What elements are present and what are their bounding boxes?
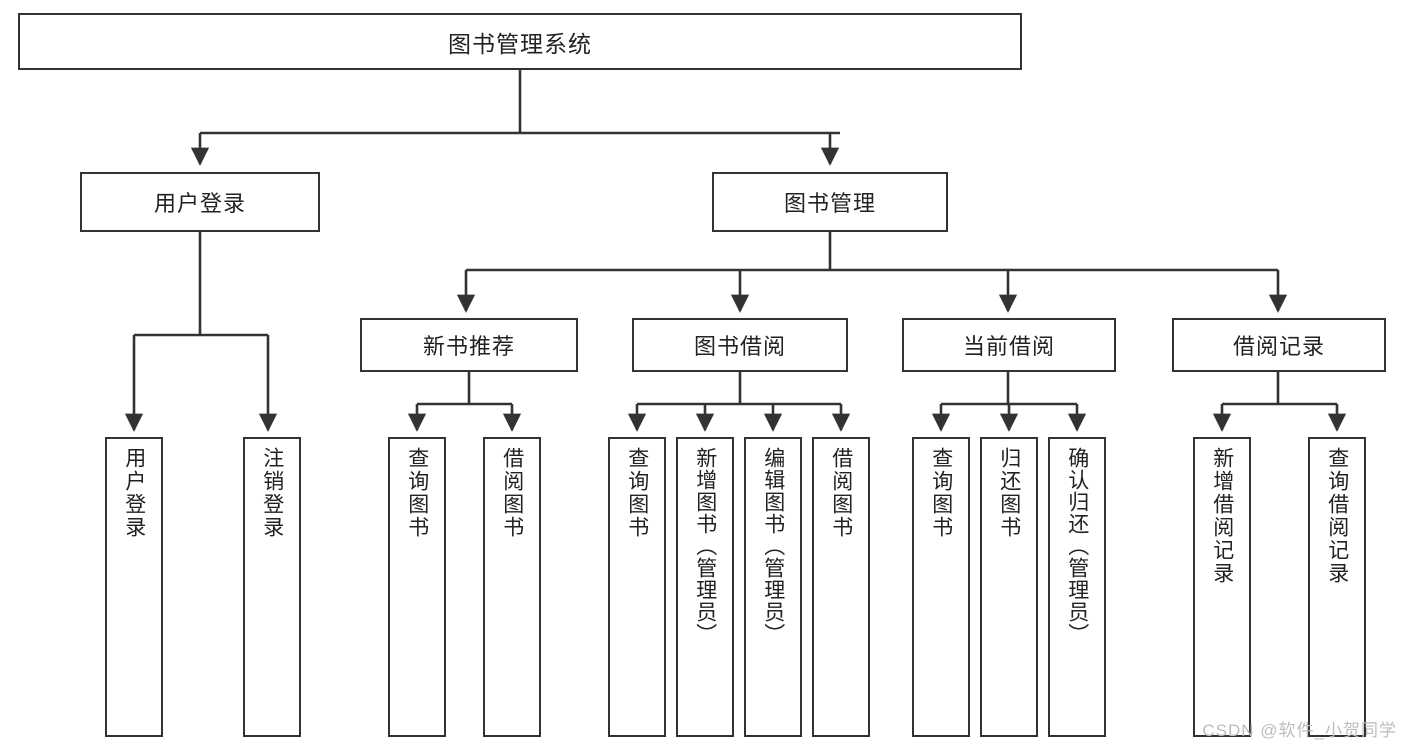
leaf-logout[interactable]: 注销登录 [243,437,301,737]
leaf-return-book[interactable]: 归还图书 [980,437,1038,737]
leaf-query-book-current[interactable]: 查询图书 [912,437,970,737]
node-label: 新增图书（管理员） [693,447,717,645]
node-label: 用户登录 [122,447,146,539]
node-label: 查询图书 [929,447,953,539]
node-label: 确认归还（管理员） [1065,447,1089,645]
leaf-edit-book-admin[interactable]: 编辑图书（管理员） [744,437,802,737]
node-label: 查询图书 [405,447,429,539]
node-label: 用户登录 [153,191,246,216]
node-label: 图书管理 [783,191,876,216]
node-label: 图书管理系统 [448,30,592,57]
node-label: 当前借阅 [962,334,1055,359]
node-label: 图书借阅 [693,334,786,359]
node-current-borrow[interactable]: 当前借阅 [902,318,1116,372]
node-label: 查询借阅记录 [1325,447,1349,585]
node-label: 查询图书 [625,447,649,539]
node-root-system[interactable]: 图书管理系统 [18,13,1022,70]
leaf-query-book-borrow[interactable]: 查询图书 [608,437,666,737]
leaf-user-login[interactable]: 用户登录 [105,437,163,737]
node-label: 借阅图书 [829,447,853,539]
node-label: 注销登录 [260,447,284,539]
leaf-borrow-book-recommend[interactable]: 借阅图书 [483,437,541,737]
watermark: CSDN @软件_小贺同学 [1202,721,1397,740]
node-user-login[interactable]: 用户登录 [80,172,320,232]
leaf-borrow-book[interactable]: 借阅图书 [812,437,870,737]
node-book-borrow[interactable]: 图书借阅 [632,318,848,372]
leaf-query-book-recommend[interactable]: 查询图书 [388,437,446,737]
node-label: 编辑图书（管理员） [761,447,785,645]
leaf-add-book-admin[interactable]: 新增图书（管理员） [676,437,734,737]
node-label: 归还图书 [997,447,1021,539]
node-book-management[interactable]: 图书管理 [712,172,948,232]
leaf-confirm-return-admin[interactable]: 确认归还（管理员） [1048,437,1106,737]
node-label: 新书推荐 [422,334,515,359]
node-borrow-record[interactable]: 借阅记录 [1172,318,1386,372]
node-label: 借阅图书 [500,447,524,539]
node-label: 新增借阅记录 [1210,447,1234,585]
node-new-book-recommend[interactable]: 新书推荐 [360,318,578,372]
node-label: 借阅记录 [1232,334,1325,359]
leaf-query-borrow-record[interactable]: 查询借阅记录 [1308,437,1366,737]
leaf-add-borrow-record[interactable]: 新增借阅记录 [1193,437,1251,737]
